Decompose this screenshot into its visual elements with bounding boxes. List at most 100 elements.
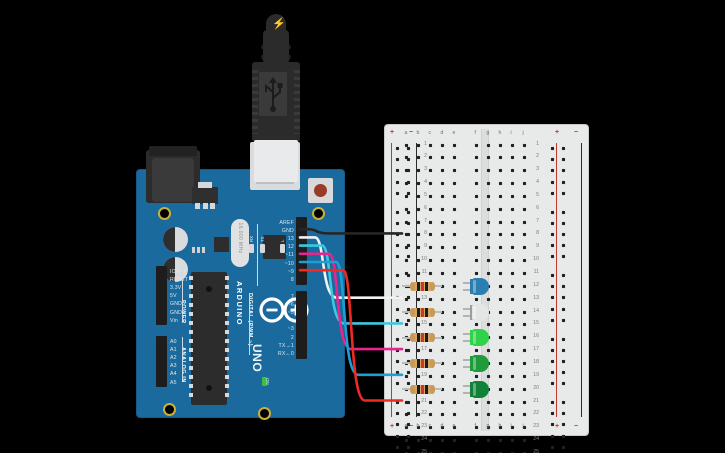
breadboard-hole[interactable]	[395, 284, 400, 290]
breadboard-hole[interactable]	[550, 433, 555, 439]
breadboard-hole[interactable]	[440, 399, 445, 405]
resistor[interactable]	[402, 358, 442, 368]
breadboard-hole[interactable]	[406, 444, 411, 450]
breadboard-hole[interactable]	[561, 179, 566, 185]
breadboard-hole[interactable]	[561, 336, 566, 342]
breadboard-hole[interactable]	[440, 181, 445, 187]
breadboard-hole[interactable]	[522, 271, 527, 276]
breadboard-hole[interactable]	[395, 231, 400, 237]
breadboard-hole[interactable]	[428, 258, 433, 264]
breadboard-hole[interactable]	[486, 296, 491, 302]
breadboard-hole[interactable]	[474, 206, 479, 212]
breadboard-hole[interactable]	[395, 295, 400, 301]
breadboard-hole[interactable]	[510, 348, 515, 354]
breadboard-hole[interactable]	[452, 450, 457, 453]
breadboard-hole[interactable]	[440, 335, 445, 341]
breadboard-hole[interactable]	[404, 296, 409, 302]
breadboard-hole[interactable]	[474, 232, 479, 238]
breadboard-hole[interactable]	[498, 258, 503, 264]
breadboard-hole[interactable]	[550, 273, 555, 278]
resistor[interactable]	[402, 281, 442, 291]
breadboard-hole[interactable]	[440, 206, 445, 212]
breadboard[interactable]: +−+− +−+− 112233445566778899101011111212…	[385, 125, 588, 453]
breadboard-hole[interactable]	[474, 322, 479, 328]
breadboard-hole[interactable]	[561, 157, 566, 163]
breadboard-hole[interactable]	[404, 450, 409, 453]
breadboard-hole[interactable]	[561, 358, 566, 364]
breadboard-hole[interactable]	[561, 209, 566, 215]
breadboard-hole[interactable]	[428, 271, 433, 276]
breadboard-hole[interactable]	[404, 412, 409, 418]
breadboard-hole[interactable]	[428, 296, 433, 302]
breadboard-hole[interactable]	[522, 412, 527, 418]
breadboard-hole[interactable]	[474, 271, 479, 276]
breadboard-hole[interactable]	[395, 306, 400, 312]
breadboard-hole[interactable]	[510, 232, 515, 238]
breadboard-hole[interactable]	[498, 450, 503, 453]
breadboard-hole[interactable]	[474, 258, 479, 264]
breadboard-hole[interactable]	[510, 181, 515, 187]
breadboard-hole[interactable]	[452, 399, 457, 405]
breadboard-hole[interactable]	[406, 306, 411, 312]
breadboard-hole[interactable]	[550, 284, 555, 290]
breadboard-hole[interactable]	[440, 438, 445, 444]
breadboard-hole[interactable]	[510, 386, 515, 392]
breadboard-hole[interactable]	[416, 181, 421, 187]
breadboard-hole[interactable]	[406, 273, 411, 278]
breadboard-hole[interactable]	[486, 399, 491, 405]
breadboard-hole[interactable]	[474, 373, 479, 379]
breadboard-hole[interactable]	[486, 348, 491, 354]
breadboard-hole[interactable]	[486, 373, 491, 379]
breadboard-hole[interactable]	[486, 271, 491, 276]
breadboard-hole[interactable]	[486, 168, 491, 174]
breadboard-hole[interactable]	[522, 335, 527, 341]
breadboard-hole[interactable]	[395, 146, 400, 151]
breadboard-hole[interactable]	[404, 142, 409, 148]
breadboard-hole[interactable]	[498, 168, 503, 174]
breadboard-hole[interactable]	[486, 219, 491, 225]
breadboard-hole[interactable]	[395, 168, 400, 174]
breadboard-hole[interactable]	[395, 254, 400, 260]
breadboard-hole[interactable]	[452, 348, 457, 354]
breadboard-hole[interactable]	[561, 381, 566, 387]
breadboard-hole[interactable]	[416, 245, 421, 251]
breadboard-hole[interactable]	[395, 444, 400, 450]
breadboard-hole[interactable]	[510, 142, 515, 148]
breadboard-hole[interactable]	[440, 283, 445, 289]
breadboard-hole[interactable]	[404, 258, 409, 264]
breadboard-hole[interactable]	[510, 309, 515, 315]
breadboard-hole[interactable]	[452, 155, 457, 161]
reset-button[interactable]	[308, 178, 333, 203]
breadboard-hole[interactable]	[510, 438, 515, 444]
breadboard-hole[interactable]	[452, 425, 457, 431]
breadboard-hole[interactable]	[406, 243, 411, 249]
breadboard-hole[interactable]	[428, 438, 433, 444]
breadboard-hole[interactable]	[550, 317, 555, 323]
breadboard-hole[interactable]	[561, 295, 566, 301]
breadboard-hole[interactable]	[498, 283, 503, 289]
breadboard-hole[interactable]	[416, 373, 421, 379]
breadboard-hole[interactable]	[561, 231, 566, 237]
breadboard-hole[interactable]	[486, 193, 491, 199]
breadboard-hole[interactable]	[428, 142, 433, 148]
breadboard-hole[interactable]	[474, 142, 479, 148]
breadboard-hole[interactable]	[406, 231, 411, 237]
breadboard-hole[interactable]	[428, 348, 433, 354]
breadboard-hole[interactable]	[440, 168, 445, 174]
breadboard-hole[interactable]	[428, 193, 433, 199]
breadboard-hole[interactable]	[486, 142, 491, 148]
breadboard-hole[interactable]	[522, 360, 527, 366]
breadboard-hole[interactable]	[404, 232, 409, 238]
breadboard-hole[interactable]	[498, 399, 503, 405]
breadboard-hole[interactable]	[428, 155, 433, 161]
breadboard-hole[interactable]	[416, 425, 421, 431]
breadboard-hole[interactable]	[395, 220, 400, 226]
breadboard-hole[interactable]	[406, 400, 411, 405]
breadboard-hole[interactable]	[395, 336, 400, 342]
breadboard-hole[interactable]	[428, 450, 433, 453]
breadboard-hole[interactable]	[406, 347, 411, 353]
breadboard-hole[interactable]	[474, 181, 479, 187]
breadboard-hole[interactable]	[522, 142, 527, 148]
breadboard-hole[interactable]	[486, 245, 491, 251]
breadboard-hole[interactable]	[440, 232, 445, 238]
